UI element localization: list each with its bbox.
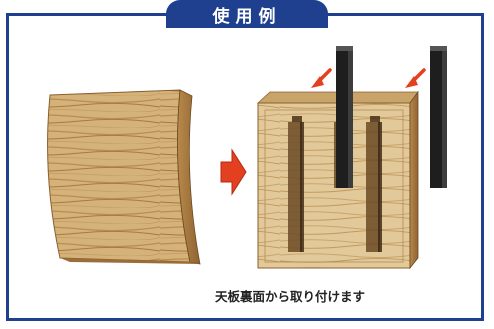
steel-bar-outside — [430, 46, 447, 188]
right-arrow-icon — [220, 148, 247, 196]
inserting-bar-center — [336, 46, 353, 188]
diagonal-arrow-icon — [405, 68, 426, 88]
diagonal-arrow-icon — [311, 68, 332, 88]
caption: 天板裏面から取り付けます — [214, 289, 365, 304]
title-tab: 使用例 — [166, 0, 328, 28]
embedded-bar-right — [366, 116, 382, 252]
embedded-bar-left — [288, 116, 304, 252]
warped-board — [47, 89, 201, 265]
